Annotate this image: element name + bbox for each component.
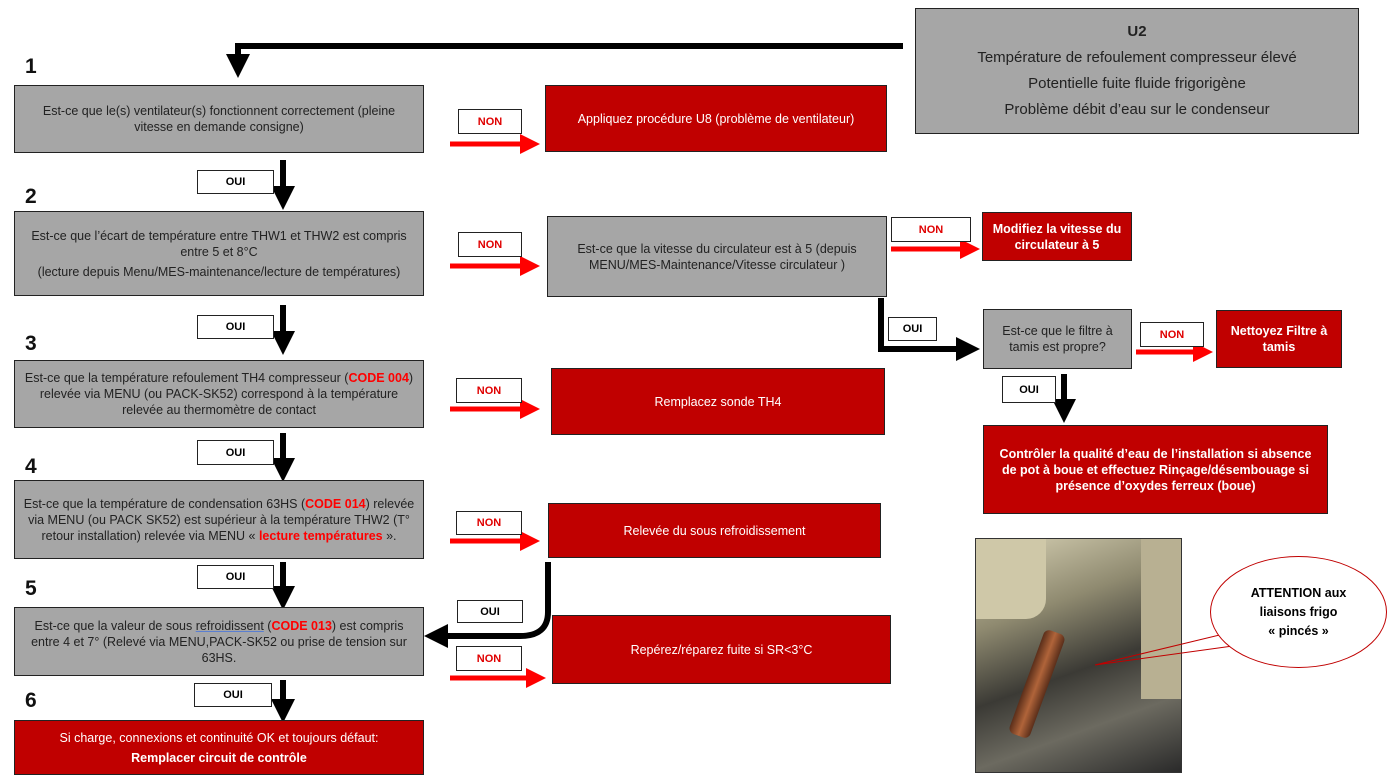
action-text: Remplacer circuit de contrôle — [131, 750, 307, 765]
question-text: Est-ce que la température refoulement TH… — [24, 371, 349, 385]
oui-label: OUI — [197, 440, 274, 465]
error-code: CODE 004 — [348, 371, 409, 385]
action-set-circulator: Modifiez la vitesse du circulateur à 5 — [982, 212, 1132, 261]
action-text: Modifiez la vitesse du circulateur à 5 — [992, 221, 1122, 252]
fault-line: Température de refoulement compresseur é… — [977, 49, 1297, 66]
step-number: 6 — [25, 689, 37, 712]
action-text: Repérez/réparez fuite si SR<3°C — [630, 642, 813, 657]
fault-line: Problème débit d’eau sur le condenseur — [1004, 101, 1270, 118]
action-clean-filter: Nettoyez Filtre à tamis — [1216, 310, 1342, 368]
question-2-delta-temp: Est-ce que l’écart de température entre … — [14, 211, 424, 296]
action-text: Relevée du sous refroidissement — [623, 523, 806, 538]
non-label: NON — [458, 232, 522, 257]
error-code: CODE 014 — [305, 496, 366, 511]
oui-label: OUI — [888, 317, 937, 341]
error-code: CODE 013 — [271, 618, 332, 633]
oui-label: OUI — [197, 565, 274, 589]
step-number: 5 — [25, 577, 37, 600]
question-text: ». — [382, 528, 397, 543]
question-4-condensation: Est-ce que la température de condensatio… — [14, 480, 424, 559]
question-3-th4: Est-ce que la température refoulement TH… — [14, 360, 424, 428]
question-text: Est-ce que la température de condensatio… — [23, 496, 306, 511]
non-label: NON — [891, 217, 971, 242]
question-text: Est-ce que le(s) ventilateur(s) fonction… — [42, 104, 396, 134]
copper-pipe — [1007, 628, 1067, 740]
oui-label: OUI — [197, 315, 274, 339]
non-label: NON — [456, 511, 522, 535]
question-5-subcooling: Est-ce que la valeur de sous refroidisse… — [14, 607, 424, 676]
question-note: (lecture depuis Menu/MES-maintenance/lec… — [37, 264, 401, 279]
non-label: NON — [458, 109, 522, 134]
step-number: 3 — [25, 332, 37, 355]
callout-text: liaisons frigo — [1259, 604, 1338, 619]
action-u8: Appliquez procédure U8 (problème de vent… — [545, 85, 887, 152]
fitting — [976, 539, 1046, 619]
question-text: Est-ce que l’écart de température entre … — [31, 228, 407, 259]
action-subcooling: Relevée du sous refroidissement — [548, 503, 881, 558]
action-text: Contrôler la qualité d’eau de l’installa… — [999, 446, 1312, 493]
question-text: ) relevée via MENU (ou PACK SK52) est su… — [28, 496, 415, 543]
action-water-quality: Contrôler la qualité d’eau de l’installa… — [983, 425, 1328, 514]
fault-code: U2 — [1127, 23, 1147, 40]
question-text: ) relevée via MENU (ou PACK-SK52) corres… — [39, 371, 414, 417]
callout-text: ATTENTION aux — [1250, 585, 1347, 600]
question-text: Est-ce que la valeur de sous — [34, 618, 196, 633]
question-text: ) est compris entre 4 et 7° (Relevé via … — [31, 618, 407, 665]
refrigerant-pipe-photo — [975, 538, 1182, 773]
fitting — [1141, 539, 1181, 699]
action-text: Si charge, connexions et continuité OK e… — [59, 730, 379, 745]
yes-arrows — [226, 43, 1076, 723]
oui-label: OUI — [197, 170, 274, 194]
oui-label: OUI — [1002, 376, 1056, 403]
question-text: Est-ce que la vitesse du circulateur est… — [577, 241, 857, 272]
action-text: Appliquez procédure U8 (problème de vent… — [577, 111, 855, 126]
question-text: ( — [263, 618, 272, 633]
step-number: 1 — [25, 55, 37, 78]
fault-header-box: U2 Température de refoulement compresseu… — [915, 8, 1359, 134]
callout-text: « pincés » — [1268, 623, 1329, 638]
action-text: Remplacez sonde TH4 — [654, 394, 782, 409]
non-label: NON — [456, 646, 522, 671]
question-filter: Est-ce que le filtre à tamis est propre? — [983, 309, 1132, 369]
warning-callout: ATTENTION aux liaisons frigo « pincés » — [1210, 556, 1387, 668]
action-replace-th4: Remplacez sonde TH4 — [551, 368, 885, 435]
question-text: Est-ce que le filtre à tamis est propre? — [1002, 324, 1113, 354]
non-label: NON — [456, 378, 522, 403]
no-arrows — [450, 134, 1213, 688]
menu-reference: lecture températures — [258, 528, 383, 543]
fault-line: Potentielle fuite fluide frigorigène — [1028, 75, 1246, 92]
action-text: Nettoyez Filtre à tamis — [1230, 324, 1328, 354]
non-label: NON — [1140, 322, 1204, 347]
final-action-replace-board: Si charge, connexions et continuité OK e… — [14, 720, 424, 775]
step-number: 2 — [25, 185, 37, 208]
oui-label: OUI — [194, 683, 272, 707]
oui-label: OUI — [457, 600, 523, 623]
step-number: 4 — [25, 455, 37, 478]
question-text: refroidissent — [195, 618, 264, 633]
action-leak: Repérez/réparez fuite si SR<3°C — [552, 615, 891, 684]
question-1-fans: Est-ce que le(s) ventilateur(s) fonction… — [14, 85, 424, 153]
question-circulator: Est-ce que la vitesse du circulateur est… — [547, 216, 887, 297]
